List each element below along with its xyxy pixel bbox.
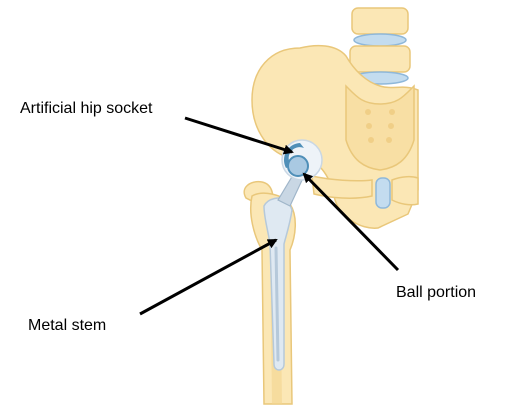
label-ball-portion: Ball portion <box>396 284 477 301</box>
label-artificial-hip-socket: Artificial hip socket <box>20 100 153 117</box>
pointer-arrows <box>139 116 400 316</box>
sacrum <box>345 84 415 171</box>
right-pubic-ramus <box>391 175 419 206</box>
socket-arrow <box>184 116 294 155</box>
ball-arrow <box>302 172 400 272</box>
stem-arrow <box>139 238 278 316</box>
hip-implant <box>263 139 323 371</box>
vertebra-top <box>351 7 409 35</box>
vertebra-middle <box>349 45 411 73</box>
pubic-symphysis <box>375 177 391 209</box>
sacral-foramina <box>365 109 395 143</box>
disc-top <box>353 33 407 47</box>
label-metal-stem: Metal stem <box>28 317 107 334</box>
ball-head <box>287 155 309 177</box>
stem-groove <box>274 246 280 362</box>
